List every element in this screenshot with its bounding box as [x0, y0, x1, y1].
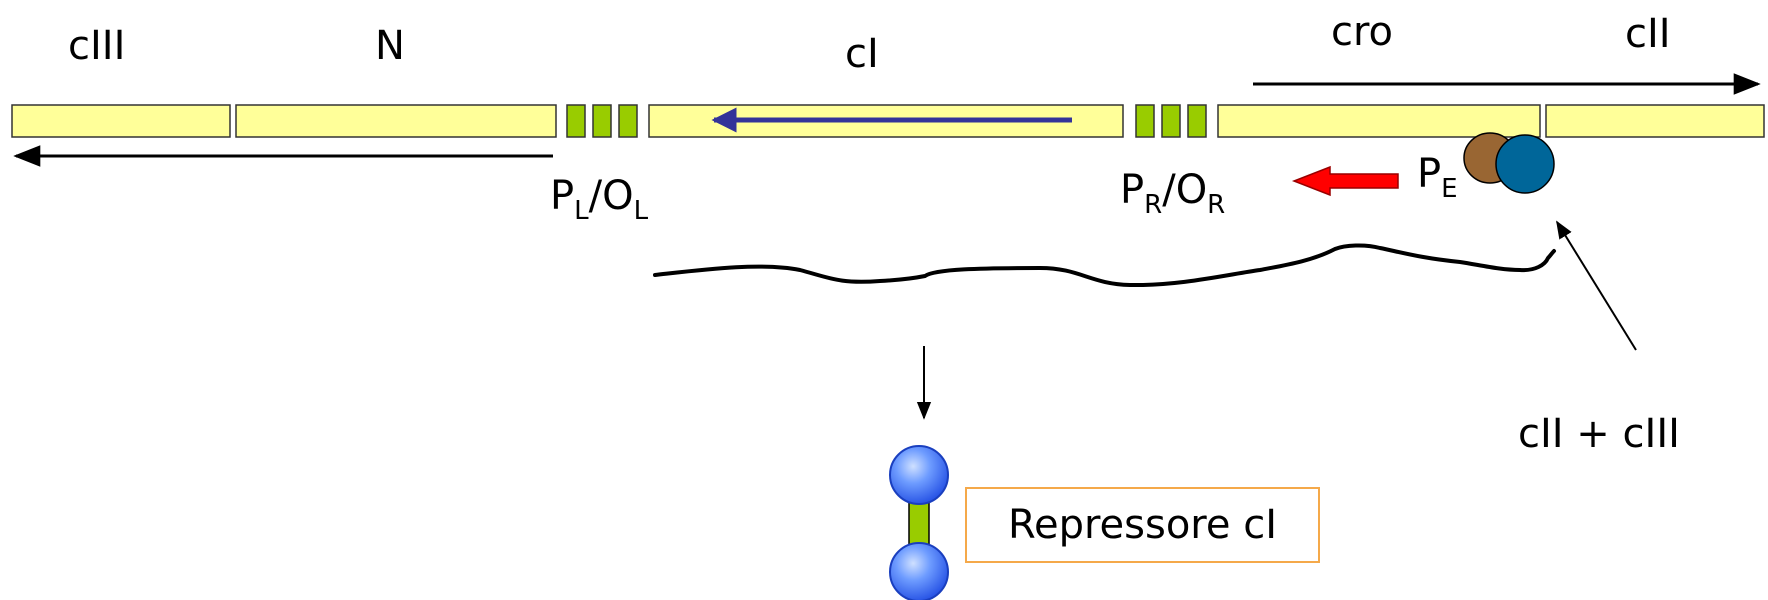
activators-label: cII + cIII — [1518, 411, 1680, 457]
repressor-label-box: Repressore cI — [965, 487, 1320, 563]
gene-label-cro: cro — [1331, 9, 1394, 55]
operator-or-1 — [1135, 104, 1155, 138]
promoter-label-pe: PE — [1417, 151, 1458, 204]
gene-cii-block — [1545, 104, 1765, 138]
gene-cro-block — [1217, 104, 1541, 138]
gene-ciii-block — [11, 104, 231, 138]
gene-label-cii: cII — [1625, 11, 1671, 57]
gene-n-block — [235, 104, 557, 138]
repressor-domain-bottom — [889, 542, 949, 600]
promoter-label-pr-or: PR/OR — [1120, 167, 1226, 220]
repressor-label: Repressore cI — [1007, 502, 1277, 548]
cii-protein-icon — [1495, 134, 1555, 194]
ci-mrna-line — [653, 243, 1556, 288]
operator-ol-1 — [566, 104, 586, 138]
gene-label-n: N — [375, 23, 405, 69]
operator-or-2 — [1161, 104, 1181, 138]
promoter-label-pl-ol: PL/OL — [550, 173, 649, 226]
activators-arrow — [1556, 220, 1637, 351]
operator-ol-2 — [592, 104, 612, 138]
repressor-domain-top — [889, 445, 949, 505]
operator-ol-3 — [618, 104, 638, 138]
pe-transcription-arrow — [1291, 165, 1399, 197]
repressor-ci-icon — [889, 445, 949, 600]
gene-label-ci: cI — [845, 31, 879, 77]
gene-label-ciii: cIII — [68, 23, 126, 69]
operator-or-3 — [1187, 104, 1207, 138]
